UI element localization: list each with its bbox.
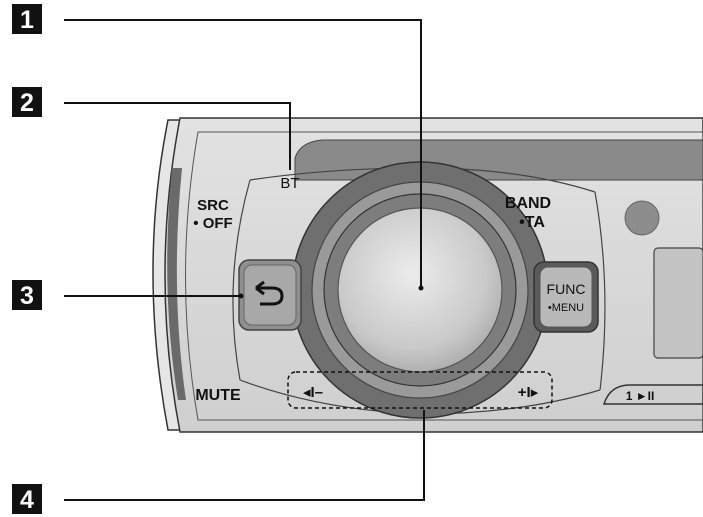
callout-4-number: 4 [20,486,34,514]
band-ta-label-line1: BAND [505,195,551,212]
callout-3-number: 3 [20,282,34,310]
band-ta-button[interactable]: BAND •TA [505,195,551,231]
control-knob[interactable] [291,161,549,419]
mute-label[interactable]: MUTE [195,387,241,404]
sensor-dot [624,200,660,236]
back-button[interactable] [238,259,302,331]
leader-dot-1 [418,285,424,291]
leader-line-1 [64,19,422,288]
bt-label[interactable]: BT [280,175,299,192]
preset-1-button[interactable]: 1 ►II [602,384,703,405]
src-off-label-line2: • OFF [193,215,232,232]
callout-4: 4 [12,484,42,514]
skip-buttons-region [287,371,553,409]
skip-back-button[interactable]: ◂I– [303,384,323,401]
leader-dot-3 [238,293,244,299]
return-arrow-icon [255,280,284,306]
side-window [653,247,703,359]
callout-2-number: 2 [20,89,34,117]
callout-2: 2 [12,87,42,117]
preset-1-label: 1 ►II [626,389,655,403]
skip-forward-button[interactable]: +I▸ [518,384,539,401]
func-menu-button[interactable]: FUNC •MENU [533,261,599,333]
callout-3: 3 [12,280,42,310]
leader-line-4 [64,410,425,501]
leader-line-2 [64,102,291,170]
callout-1-number: 1 [20,6,34,34]
src-off-label-line1: SRC [197,197,229,214]
src-off-button[interactable]: SRC • OFF [193,197,232,232]
func-label: FUNC [547,281,586,297]
menu-label: •MENU [548,302,584,314]
band-ta-label-line2: •TA [519,214,545,231]
leader-lines [64,19,425,501]
callout-1: 1 [12,4,42,34]
